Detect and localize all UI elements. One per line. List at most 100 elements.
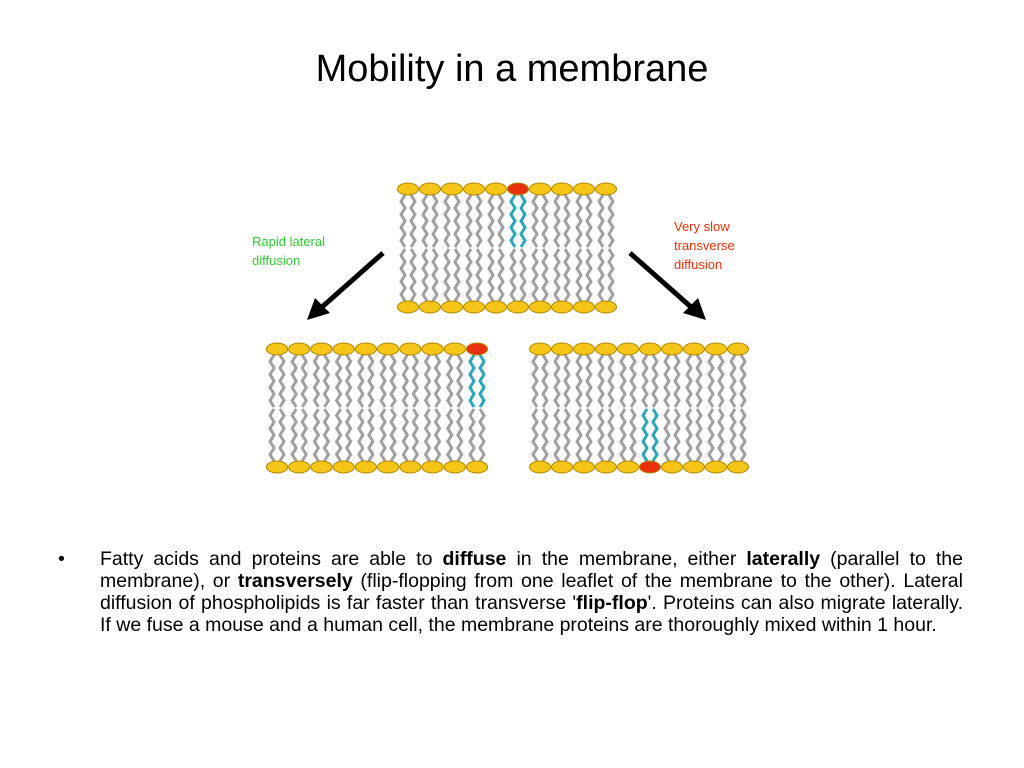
lipid-head bbox=[551, 300, 573, 314]
lipid-tail bbox=[597, 248, 605, 302]
lipid-head bbox=[397, 300, 419, 314]
lipid-head bbox=[529, 460, 551, 474]
lipid-tail bbox=[541, 408, 549, 462]
lipid-tail bbox=[379, 354, 387, 408]
lipid-tail bbox=[312, 408, 321, 462]
lipid-head bbox=[595, 182, 617, 196]
lipid-tail bbox=[478, 408, 486, 462]
lipid-tail bbox=[597, 194, 605, 248]
lipid-tail bbox=[268, 354, 276, 408]
lipid-head bbox=[595, 300, 617, 314]
lipid-tail bbox=[563, 248, 571, 302]
lipid-tail bbox=[575, 248, 583, 302]
lipid-tail bbox=[575, 354, 583, 408]
keyword-laterally: laterally bbox=[746, 548, 821, 570]
lipid-head bbox=[465, 460, 489, 474]
label-rapid-lateral-diffusion: Rapid lateral diffusion bbox=[252, 234, 325, 268]
lipid-tail bbox=[322, 354, 331, 408]
lipid-tail bbox=[478, 354, 486, 408]
lipid-tail bbox=[663, 354, 671, 408]
lipid-tail bbox=[729, 354, 737, 408]
lipid-tail bbox=[707, 408, 715, 462]
lipid-head bbox=[421, 460, 444, 474]
lipid-head bbox=[332, 460, 355, 474]
lipid-tail bbox=[278, 354, 286, 408]
lipid-tail bbox=[685, 408, 693, 462]
lipid-tail bbox=[553, 194, 561, 248]
lipid-tail bbox=[629, 408, 637, 462]
lipid-tail bbox=[707, 354, 715, 408]
lipid-tail bbox=[541, 354, 549, 408]
lipid-head bbox=[727, 342, 749, 356]
lipid-head bbox=[573, 460, 595, 474]
lipid-tail bbox=[357, 354, 365, 408]
lipid-head bbox=[529, 300, 551, 314]
lipid-head bbox=[551, 342, 573, 356]
lipid-tail bbox=[519, 194, 527, 248]
lipid-head bbox=[443, 342, 466, 356]
lipid-head bbox=[265, 460, 289, 474]
lipid-tail bbox=[663, 408, 671, 462]
lipid-tail bbox=[411, 354, 420, 408]
lipid-tail bbox=[553, 248, 561, 302]
lipid-tail bbox=[423, 408, 432, 462]
left-label-line-1: Rapid lateral bbox=[252, 234, 325, 249]
keyword-transversely: transversely bbox=[237, 570, 353, 592]
lipid-head bbox=[661, 460, 683, 474]
lipid-head bbox=[661, 342, 683, 356]
lipid-tail bbox=[431, 248, 439, 302]
lipid-tail bbox=[431, 194, 439, 248]
lipid-tail bbox=[597, 408, 605, 462]
lipid-head bbox=[441, 300, 463, 314]
lipid-tail bbox=[344, 354, 353, 408]
marked-lipid-head bbox=[639, 460, 661, 474]
lipid-head bbox=[727, 460, 749, 474]
lipid-tail bbox=[717, 354, 725, 408]
lipid-head bbox=[288, 342, 311, 356]
lipid-head bbox=[463, 300, 485, 314]
lipid-head bbox=[419, 300, 441, 314]
lipid-head bbox=[617, 460, 639, 474]
lipid-head bbox=[441, 182, 463, 196]
lipid-tail bbox=[268, 408, 276, 462]
lipid-tail bbox=[367, 408, 375, 462]
lipid-tail bbox=[399, 248, 407, 302]
lipid-tail bbox=[541, 248, 549, 302]
lipid-head bbox=[377, 342, 400, 356]
lipid-head bbox=[265, 342, 289, 356]
lipid-tail bbox=[563, 194, 571, 248]
marked-lipid-head bbox=[507, 182, 529, 196]
lipid-head bbox=[399, 460, 422, 474]
lipid-head bbox=[377, 460, 400, 474]
lipid-tail bbox=[739, 408, 747, 462]
lipid-tail bbox=[465, 194, 473, 248]
lipid-head bbox=[683, 460, 705, 474]
lipid-tail bbox=[651, 354, 659, 408]
lipid-head bbox=[595, 460, 617, 474]
bullet-text-part: in the membrane, either bbox=[506, 548, 747, 570]
lipid-tail bbox=[509, 248, 517, 302]
lipid-tail bbox=[401, 354, 410, 408]
lipid-tail bbox=[629, 354, 637, 408]
lipid-tail bbox=[453, 248, 461, 302]
lipid-head bbox=[354, 460, 377, 474]
lipid-tail bbox=[585, 408, 593, 462]
bullet-text-part: (flip-flopping from one leaflet of the m… bbox=[100, 570, 963, 614]
lipid-head bbox=[617, 342, 639, 356]
lipid-tail bbox=[695, 408, 703, 462]
bullet-text-part: (parallel to the membrane), or bbox=[100, 548, 963, 592]
lipid-tail bbox=[290, 408, 298, 462]
lipid-tail bbox=[531, 248, 539, 302]
lipid-head bbox=[310, 342, 333, 356]
lipid-tail bbox=[739, 354, 747, 408]
lipid-tail bbox=[575, 194, 583, 248]
lipid-tail bbox=[575, 408, 583, 462]
lipid-tail bbox=[607, 248, 615, 302]
bilayer-original bbox=[397, 182, 617, 314]
lipid-tail bbox=[563, 354, 571, 408]
lipid-tail bbox=[401, 408, 410, 462]
lipid-tail bbox=[475, 194, 483, 248]
lipid-tail bbox=[695, 354, 703, 408]
lipid-head bbox=[485, 300, 507, 314]
right-label-line-1: Very slow bbox=[674, 219, 730, 234]
